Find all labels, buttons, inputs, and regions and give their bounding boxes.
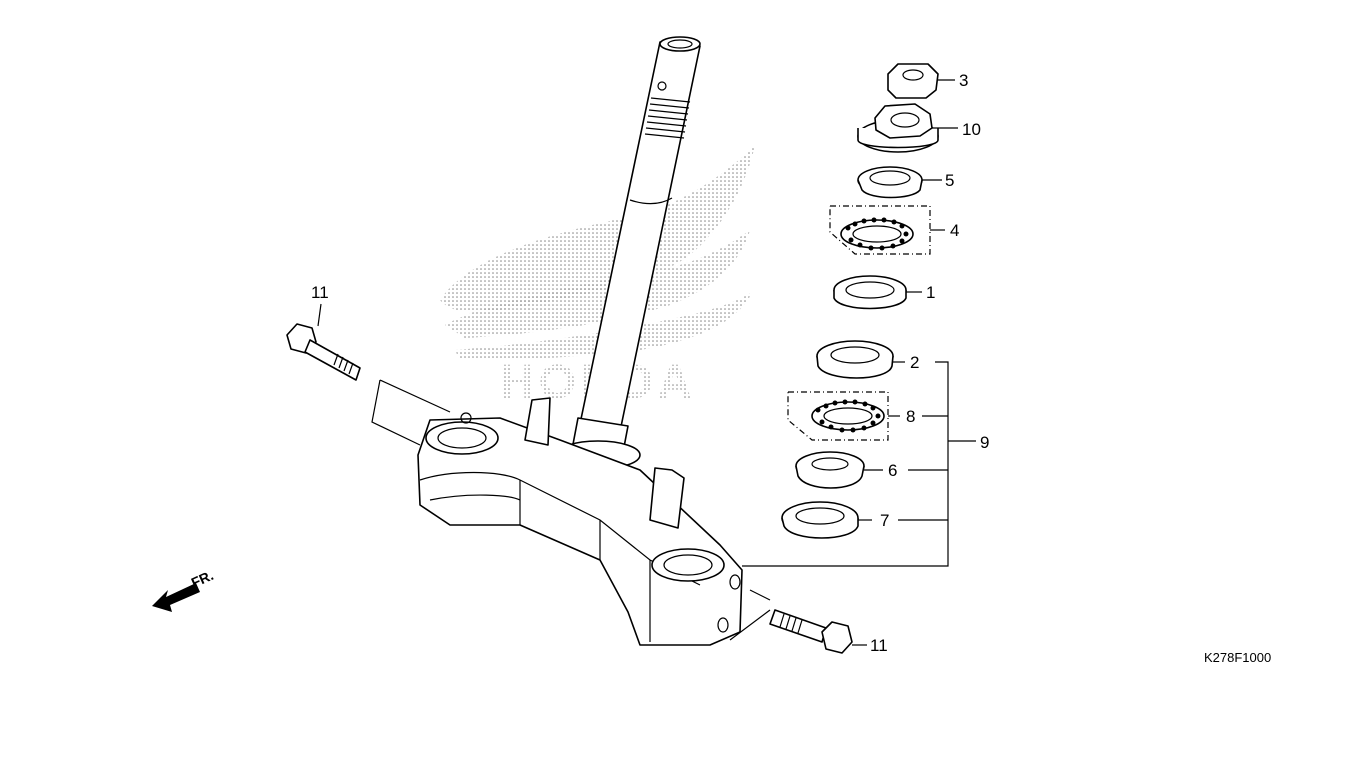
part-10-locknut	[857, 103, 958, 153]
front-label: FR.	[189, 567, 216, 591]
bolt-left	[286, 323, 451, 446]
callout-2: 2	[910, 353, 919, 372]
part-1-race	[833, 275, 922, 310]
part-3-nut	[887, 63, 955, 99]
drawing-code: K278F1000	[1204, 650, 1271, 665]
group-9-bracket	[742, 361, 976, 567]
callout-4: 4	[950, 221, 959, 240]
callout-10: 10	[962, 120, 981, 139]
callout-11-left: 11	[311, 283, 329, 302]
callout-11-right: 11	[870, 636, 888, 655]
callout-5: 5	[945, 171, 954, 190]
callout-3: 3	[959, 71, 968, 90]
part-6-race	[795, 451, 883, 489]
callout-1: 1	[926, 283, 935, 302]
part-7-seal	[781, 501, 872, 539]
front-arrow-icon: FR.	[152, 567, 216, 612]
bottom-bridge	[417, 397, 743, 646]
part-5-race	[857, 166, 942, 199]
callout-6: 6	[888, 461, 897, 480]
part-8-bearing	[787, 391, 900, 441]
part-2-seal	[816, 340, 905, 379]
bolt-right	[729, 589, 853, 654]
callout-9: 9	[980, 433, 989, 452]
callout-7: 7	[880, 511, 889, 530]
part-4-bearing	[829, 205, 945, 255]
callout-8: 8	[906, 407, 915, 426]
